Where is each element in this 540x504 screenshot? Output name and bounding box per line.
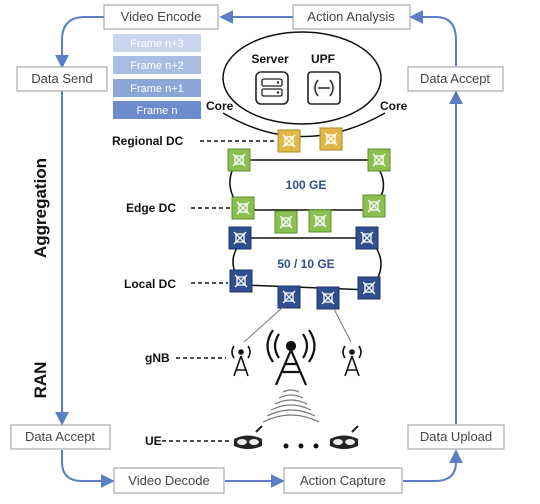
local-node-4 [277,285,301,309]
regional-node-2 [319,127,343,151]
core-left-label: Core [206,99,234,113]
edge-node-4 [274,210,298,234]
edge-ring-speed-label: 100 GE [286,178,327,192]
server-icon [255,71,289,105]
data-send-box: Data Send [16,66,108,92]
data-accept-bottom-box: Data Accept [10,424,111,450]
ran-label: RAN [31,362,50,399]
vr-headset-left-icon [234,425,263,449]
data-accept-top-label: Data Accept [420,71,490,86]
regional-node-1 [277,129,301,153]
local-node-3 [229,269,253,293]
server-label: Server [251,52,289,66]
local-node-6 [357,276,381,300]
edge-node-3 [231,196,255,220]
data-accept-bottom-label: Data Accept [25,429,95,444]
core-right-label: Core [380,99,408,113]
gnb-label: gNB [145,351,170,365]
flow-arrows [55,10,463,488]
edge-node-6 [362,194,386,218]
frame-n-bar [113,101,201,119]
frame-n2-bar [113,56,201,74]
aggregation-label: Aggregation [31,158,50,258]
local-ring-speed-label: 50 / 10 GE [277,257,334,271]
data-accept-top-box: Data Accept [407,66,504,92]
frame-stack: Frame n+3 Frame n+2 Frame n+1 Frame n [113,34,201,119]
local-node-5 [316,286,340,310]
edge-dc-label: Edge DC [126,201,176,215]
frame-n3-label: Frame n+3 [130,38,184,50]
upf-icon [307,71,341,105]
regional-dc-label: Regional DC [112,134,184,148]
arrow-capture-to-upload [403,449,463,482]
frame-n2-label: Frame n+2 [130,60,184,72]
action-analysis-label: Action Analysis [307,9,395,24]
main-tower-icon [266,329,316,386]
video-decode-label: Video Decode [128,473,209,488]
ellipsis-dots [283,443,319,449]
arrow-encode-to-send [55,16,104,69]
action-capture-box: Action Capture [283,467,403,494]
video-decode-box: Video Decode [113,467,225,494]
edge-node-5 [308,209,332,233]
video-encode-box: Video Encode [103,4,219,30]
action-capture-label: Action Capture [300,473,386,488]
upf-label: UPF [311,52,335,66]
radio-waves [262,389,320,423]
arrow-accept-to-decode [61,450,115,488]
data-upload-label: Data Upload [420,429,492,444]
edge-node-2 [367,148,391,172]
local-node-1 [228,226,252,250]
edge-node-1 [227,148,251,172]
vr-headset-right-icon [330,425,359,449]
data-send-label: Data Send [31,71,92,86]
arrow-accept-to-analysis [409,10,457,66]
frame-n1-label: Frame n+1 [130,83,184,95]
fronthaul-line-left [243,306,284,343]
ue-label: UE [145,434,162,448]
frame-n3-bar [113,34,201,52]
fronthaul-line-right [333,308,352,343]
core-ring-arc [222,112,386,138]
frame-n-label: Frame n [137,105,178,117]
small-tower-left-icon [231,345,251,377]
core-cloud: Server UPF [222,31,382,125]
frame-n1-bar [113,79,201,97]
action-analysis-box: Action Analysis [292,4,411,30]
small-tower-right-icon [342,345,362,377]
data-upload-box: Data Upload [407,424,505,450]
video-encode-label: Video Encode [121,9,202,24]
local-node-2 [355,226,379,250]
local-dc-label: Local DC [124,277,176,291]
